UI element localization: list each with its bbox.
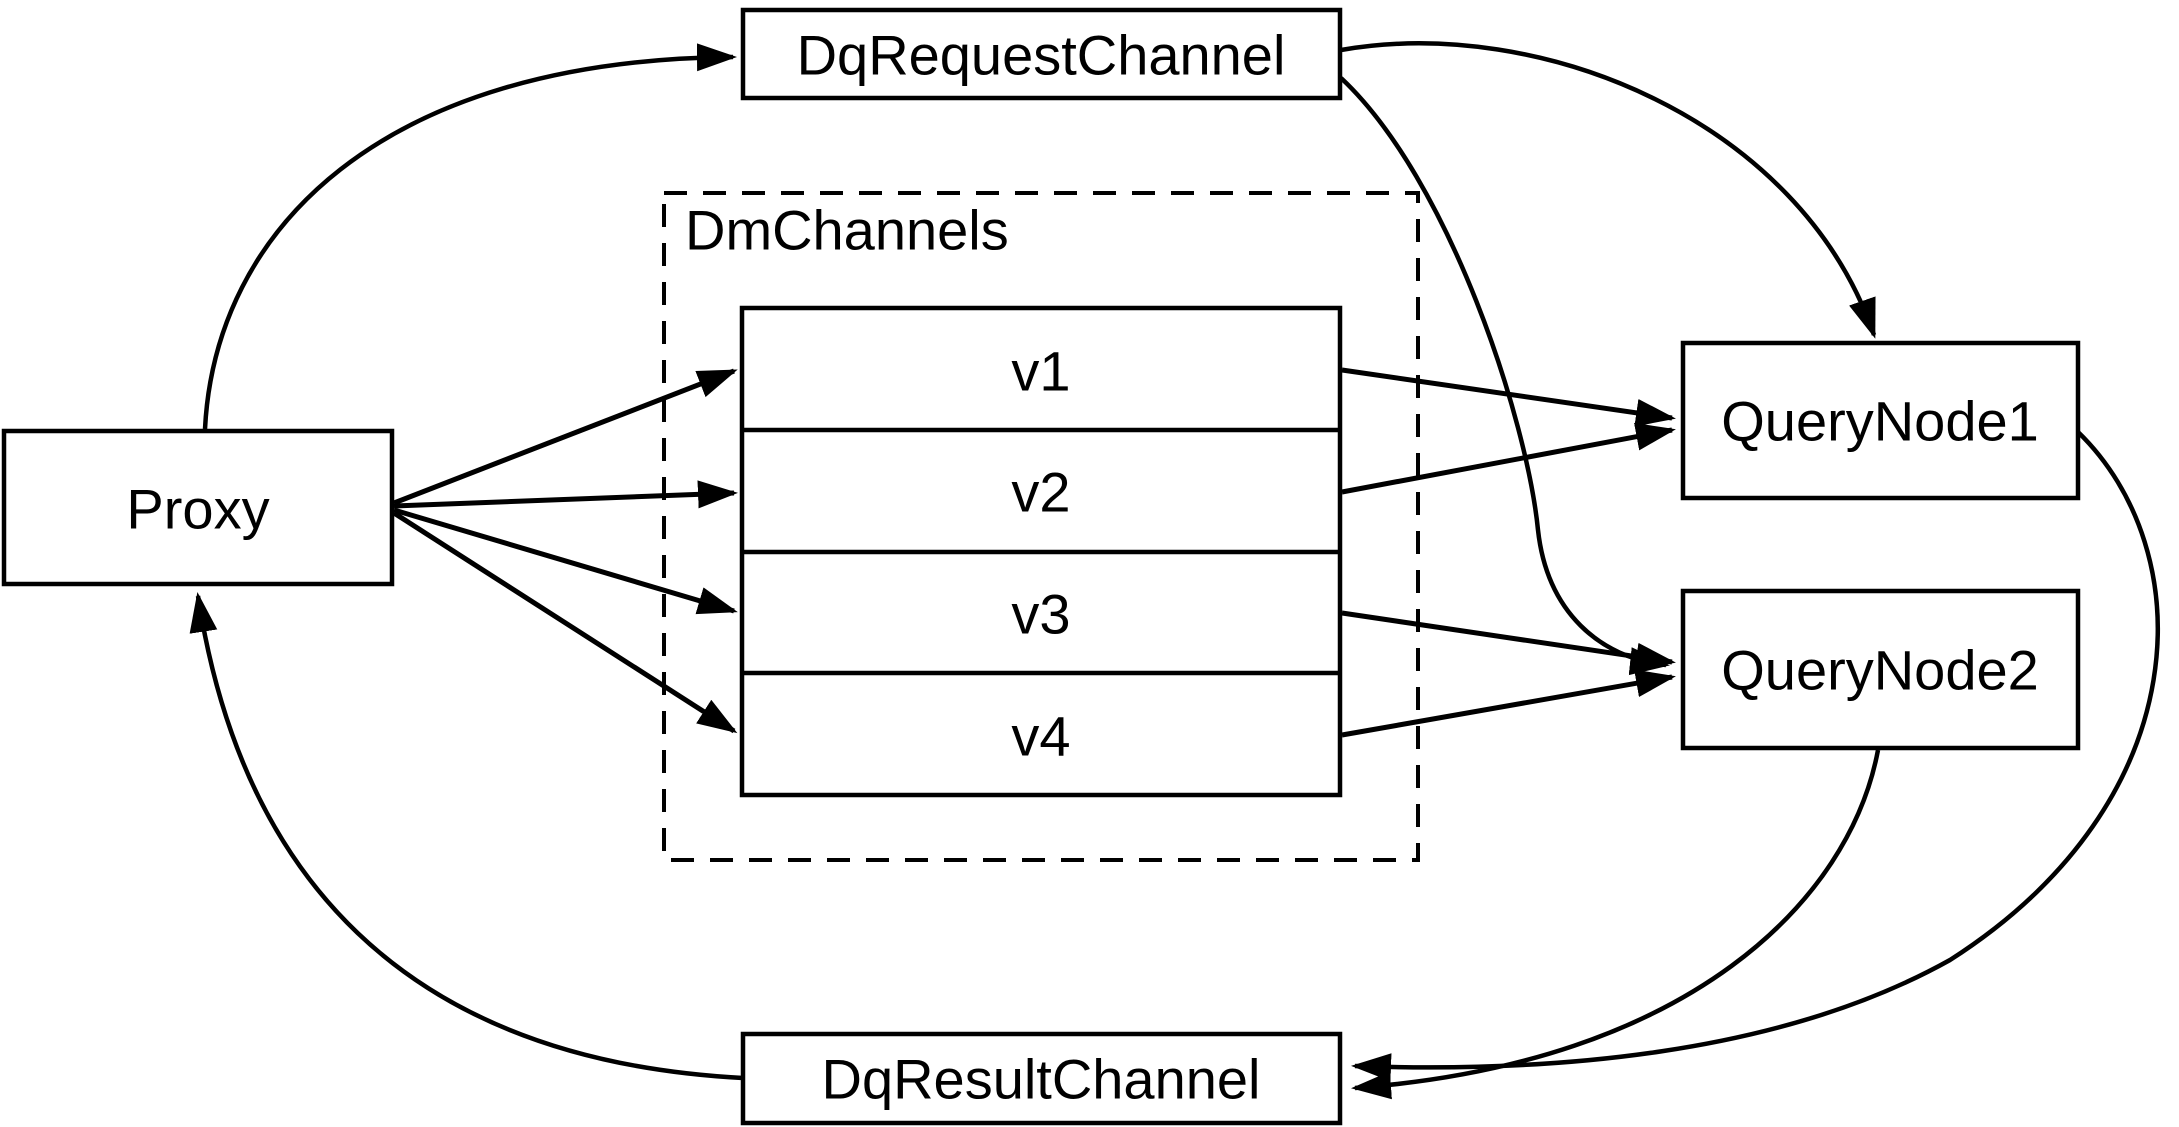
edge-dqresultchannel-to-proxy <box>189 592 744 1081</box>
edge-querynode1-to-dqresultchannel <box>1351 430 2160 1082</box>
edge-dqrequestchannel-to-querynode1 <box>1340 41 1877 339</box>
edge-v4-to-querynode2 <box>1341 669 1676 738</box>
channel-v4-label: v4 <box>1011 705 1070 768</box>
edge-proxy-to-dqrequestchannel <box>202 43 737 430</box>
edge-proxy-to-v1 <box>393 368 738 506</box>
node-proxy <box>1 428 395 587</box>
channel-v2-label: v2 <box>1011 461 1070 524</box>
edge-v2-to-querynode1 <box>1341 422 1676 495</box>
edge-proxy-to-v4 <box>392 510 738 734</box>
edge-proxy-to-v2 <box>393 480 738 509</box>
node-query-node-2-label: QueryNode2 <box>1721 639 2039 702</box>
dm-channels-group-box <box>662 191 1420 862</box>
channel-v1-label: v1 <box>1011 340 1070 403</box>
edge-dqrequestchannel-to-querynode2 <box>1339 76 1670 676</box>
node-dq-request-channel <box>740 7 1343 101</box>
node-dq-result-channel-label: DqResultChannel <box>822 1048 1261 1111</box>
channel-v3-label: v3 <box>1011 583 1070 646</box>
node-query-node-1 <box>1680 340 2081 501</box>
dm-channels-group-label: DmChannels <box>685 199 1009 262</box>
edge-proxy-to-v3 <box>393 507 738 615</box>
edge-querynode2-to-dqresultchannel <box>1351 749 1881 1100</box>
node-query-node-1-label: QueryNode1 <box>1721 390 2039 453</box>
node-query-node-2 <box>1680 588 2081 751</box>
node-dq-result-channel <box>740 1031 1343 1126</box>
node-dq-request-channel-label: DqRequestChannel <box>797 24 1286 87</box>
node-proxy-label: Proxy <box>126 478 269 541</box>
